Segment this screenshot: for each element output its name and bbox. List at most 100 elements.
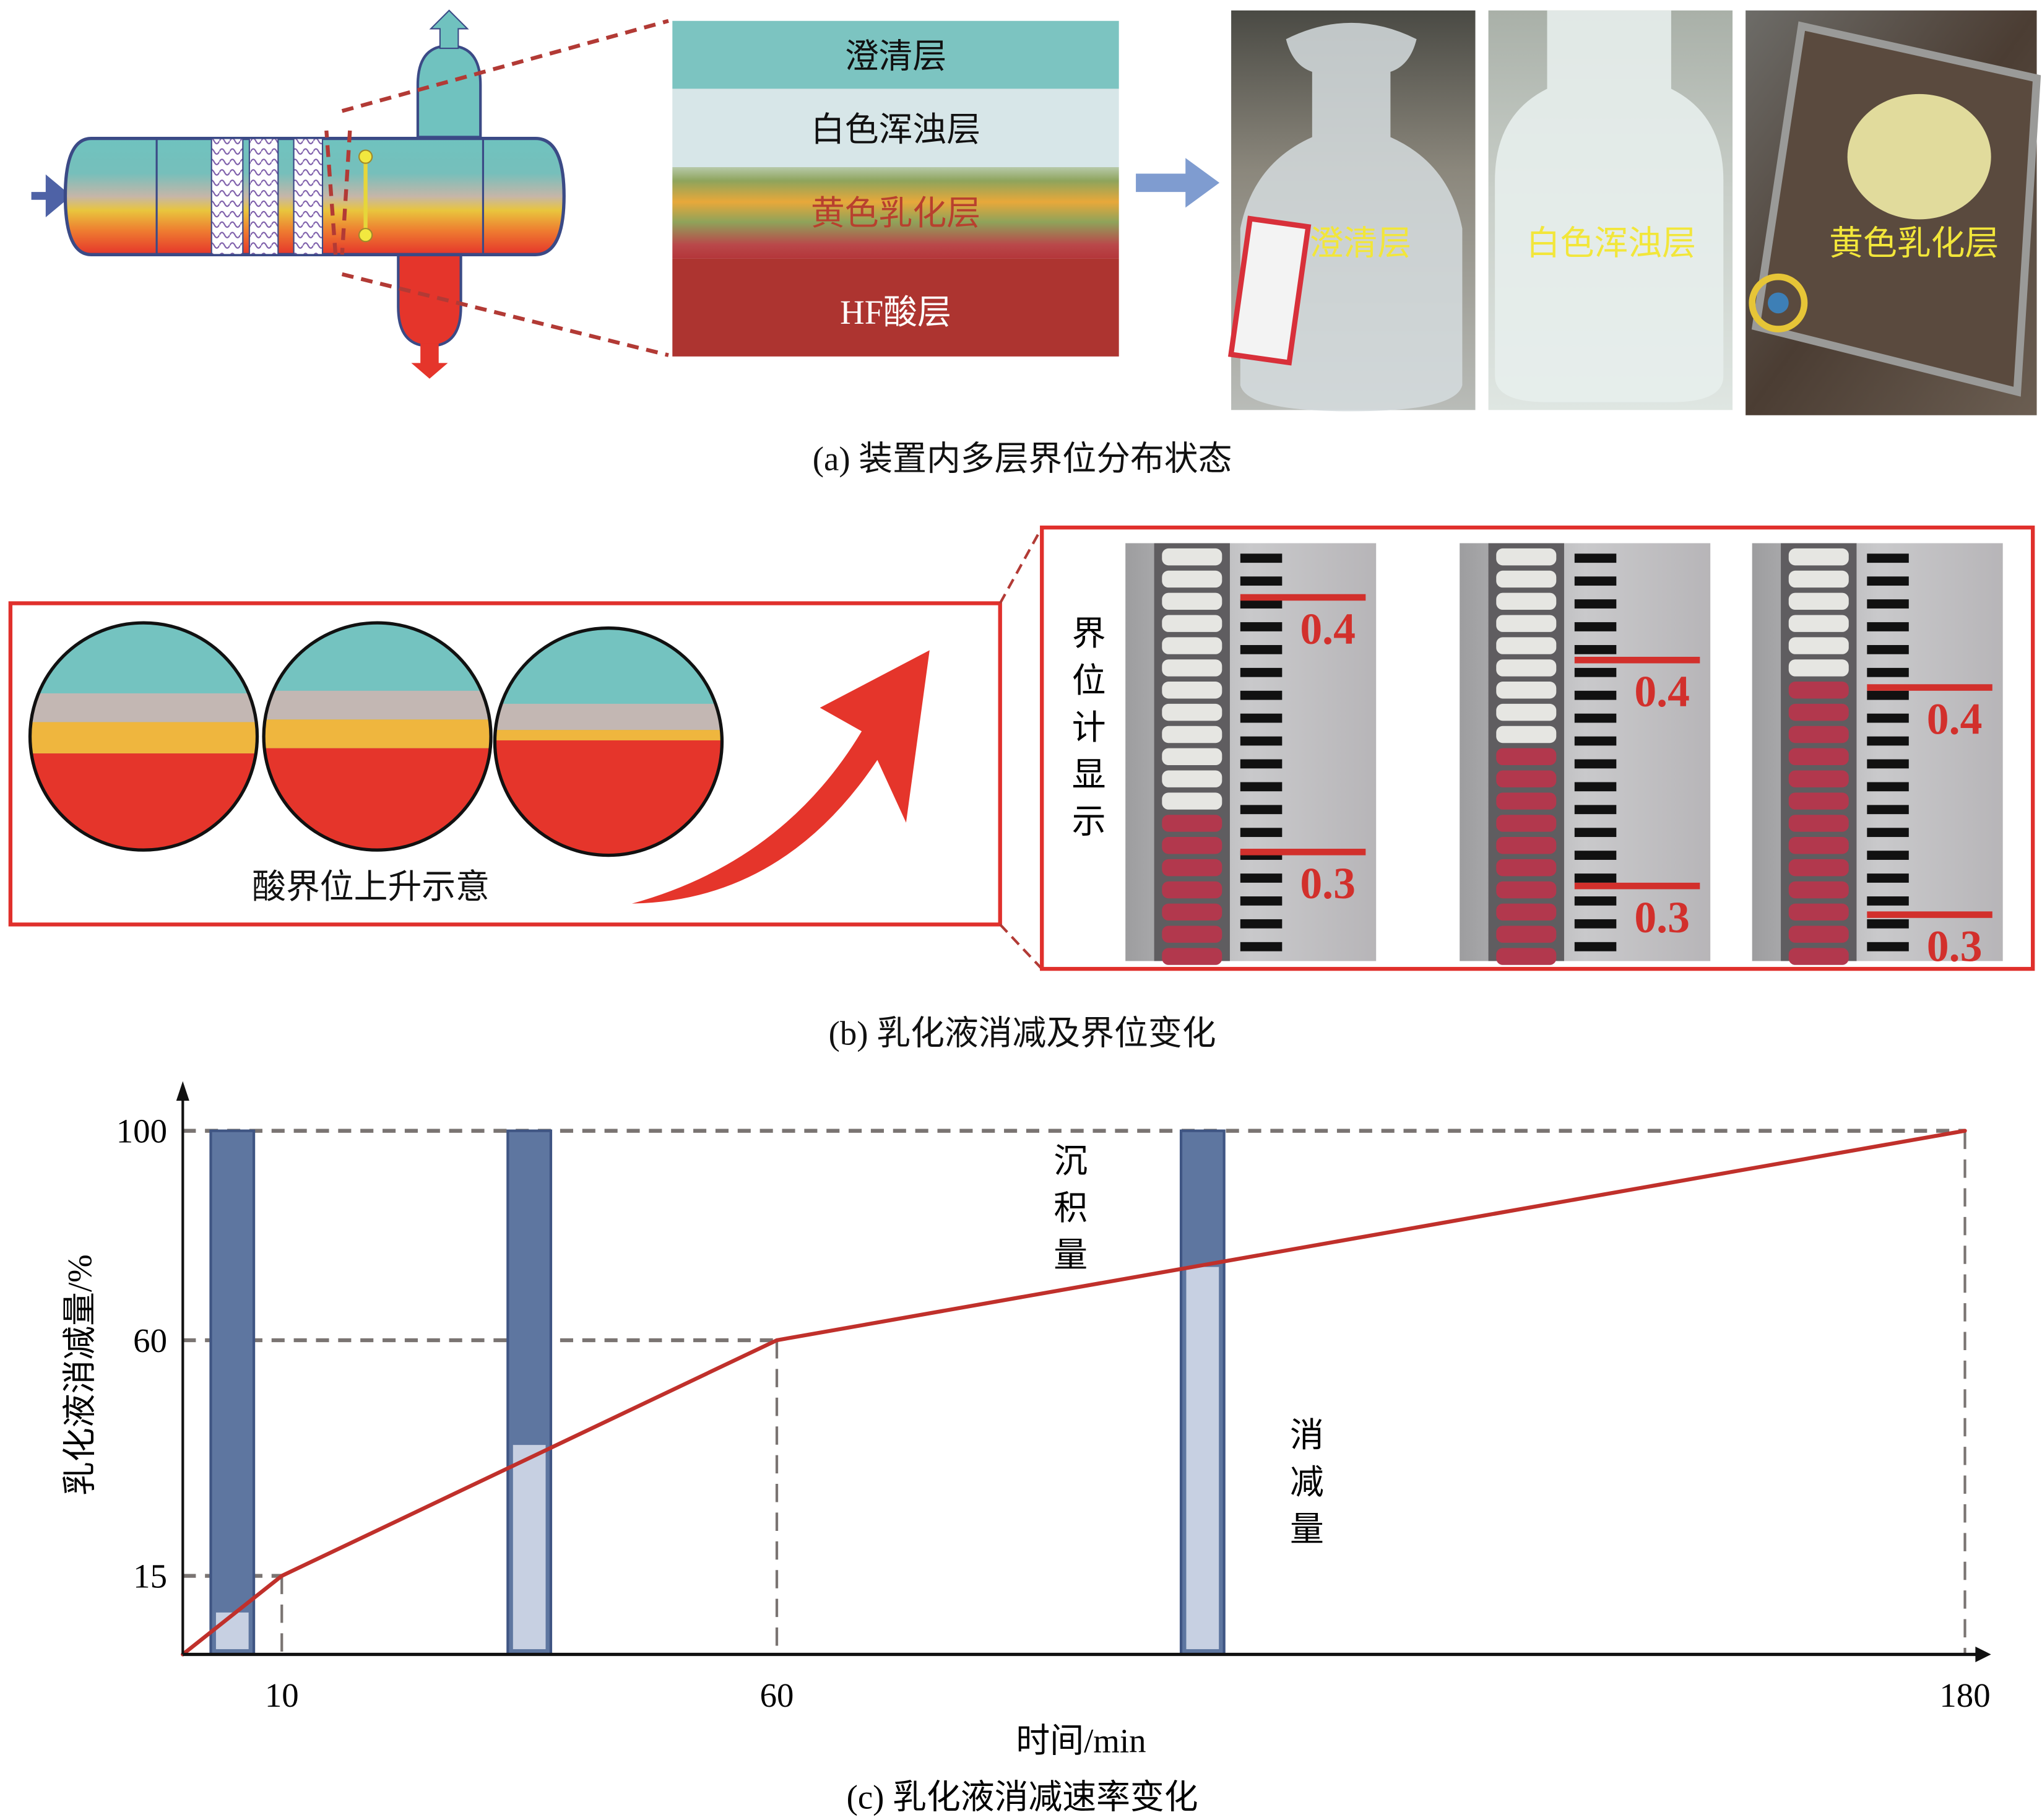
float-roller xyxy=(1788,570,1849,588)
scale-tick xyxy=(1867,622,1909,631)
layer-white-turbid: 白色浑浊层 xyxy=(811,111,980,149)
float-roller xyxy=(1788,837,1849,854)
scale-tick xyxy=(1867,599,1909,609)
scale-tick xyxy=(1240,553,1283,563)
x-tick-label: 10 xyxy=(265,1676,299,1714)
float-roller xyxy=(1496,703,1557,721)
interface-schematic-frame xyxy=(8,601,1002,927)
float-roller xyxy=(1162,570,1222,588)
float-roller xyxy=(1162,703,1222,721)
interface-circle-2 xyxy=(264,623,491,851)
float-roller xyxy=(1496,682,1557,699)
float-roller xyxy=(1496,659,1557,677)
scale-tick xyxy=(1574,667,1617,677)
scale-tick xyxy=(1867,805,1909,815)
scale-tick xyxy=(1867,713,1909,723)
scale-tick xyxy=(1867,873,1909,883)
bottom-outlet-arrow-icon xyxy=(411,343,448,379)
scale-tick xyxy=(1574,919,1617,929)
scale-tick xyxy=(1574,736,1617,746)
float-roller xyxy=(1496,948,1557,965)
svg-text:量: 量 xyxy=(1053,1236,1088,1274)
x-axis-label: 时间/min xyxy=(1016,1722,1146,1760)
float-roller xyxy=(1496,637,1557,654)
float-roller xyxy=(1162,682,1222,699)
scale-tick xyxy=(1574,828,1617,838)
float-roller xyxy=(1496,792,1557,810)
float-roller xyxy=(1496,837,1557,854)
caption-c: (c) 乳化液消减速率变化 xyxy=(847,1778,1198,1816)
scale-tick xyxy=(1574,805,1617,815)
scale-tick xyxy=(1574,599,1617,609)
scale-tick xyxy=(1240,896,1283,906)
scale-mark-line xyxy=(1240,594,1366,601)
scale-mark-line xyxy=(1867,911,1992,918)
photo-label-white-turbid: 白色浑浊层 xyxy=(1526,224,1696,262)
float-roller xyxy=(1162,925,1222,943)
float-roller xyxy=(1788,659,1849,677)
scale-tick xyxy=(1240,576,1283,586)
reduction-bar xyxy=(513,1445,546,1650)
rising-arrow-icon xyxy=(631,650,930,904)
float-roller xyxy=(1162,748,1222,766)
scale-tick xyxy=(1574,873,1617,883)
svg-text:减: 减 xyxy=(1290,1463,1324,1501)
svg-text:位: 位 xyxy=(1072,662,1106,700)
svg-text:沉: 沉 xyxy=(1053,1142,1088,1180)
float-roller xyxy=(1162,881,1222,899)
reduction-bar xyxy=(215,1612,249,1650)
y-tick-label: 15 xyxy=(133,1558,167,1595)
scale-tick xyxy=(1574,851,1617,860)
scale-tick xyxy=(1867,576,1909,586)
interface-circle-3 xyxy=(495,628,722,856)
scale-mark-label: 0.3 xyxy=(1300,859,1356,908)
x-tick-label: 60 xyxy=(760,1676,794,1714)
float-roller xyxy=(1496,859,1557,877)
y-tick-label: 100 xyxy=(116,1112,167,1150)
caption-a: (a) 装置内多层界位分布状态 xyxy=(813,440,1232,477)
scale-tick xyxy=(1867,644,1909,654)
float-roller xyxy=(1788,792,1849,810)
float-roller xyxy=(1788,815,1849,832)
scale-tick xyxy=(1574,576,1617,586)
photo-yellow-emulsion-layer: 黄色乳化层 xyxy=(1746,10,2041,415)
float-roller xyxy=(1496,903,1557,921)
float-roller xyxy=(1788,615,1849,632)
scale-tick xyxy=(1867,942,1909,951)
float-roller xyxy=(1496,592,1557,610)
float-roller xyxy=(1496,570,1557,588)
float-roller xyxy=(1162,792,1222,810)
scale-tick xyxy=(1867,828,1909,838)
scale-tick xyxy=(1574,553,1617,563)
svg-text:消: 消 xyxy=(1290,1416,1324,1454)
float-roller xyxy=(1788,682,1849,699)
scale-mark-label: 0.3 xyxy=(1634,893,1690,942)
float-roller xyxy=(1788,925,1849,943)
scale-tick xyxy=(1867,759,1909,769)
photo-white-turbid-layer: 白色浑浊层 xyxy=(1488,10,1733,410)
svg-text:示: 示 xyxy=(1072,803,1106,841)
svg-text:计: 计 xyxy=(1072,709,1106,747)
float-roller xyxy=(1162,770,1222,787)
photo-clear-layer: 澄清层 xyxy=(1227,10,1476,412)
float-roller xyxy=(1788,726,1849,743)
scale-mark-line xyxy=(1867,684,1992,691)
layer-hf-acid: HF酸层 xyxy=(840,293,951,331)
scale-tick xyxy=(1240,805,1283,815)
scale-tick xyxy=(1240,713,1283,723)
scale-tick xyxy=(1574,942,1617,951)
scale-tick xyxy=(1240,782,1283,792)
acid-interface-rise-label: 酸界位上升示意 xyxy=(252,868,490,906)
reduction-amount-label: 消 减 量 xyxy=(1290,1416,1324,1548)
deposit-bar xyxy=(209,1129,256,1656)
scale-tick xyxy=(1574,782,1617,792)
x-tick-label: 180 xyxy=(1939,1676,1990,1714)
scale-mark-label: 0.3 xyxy=(1927,921,1983,971)
reduction-line xyxy=(181,1129,1966,1656)
float-roller xyxy=(1788,548,1849,566)
float-roller xyxy=(1496,748,1557,766)
scale-tick xyxy=(1867,736,1909,746)
float-roller xyxy=(1788,903,1849,921)
scale-mark-label: 0.4 xyxy=(1300,604,1356,654)
